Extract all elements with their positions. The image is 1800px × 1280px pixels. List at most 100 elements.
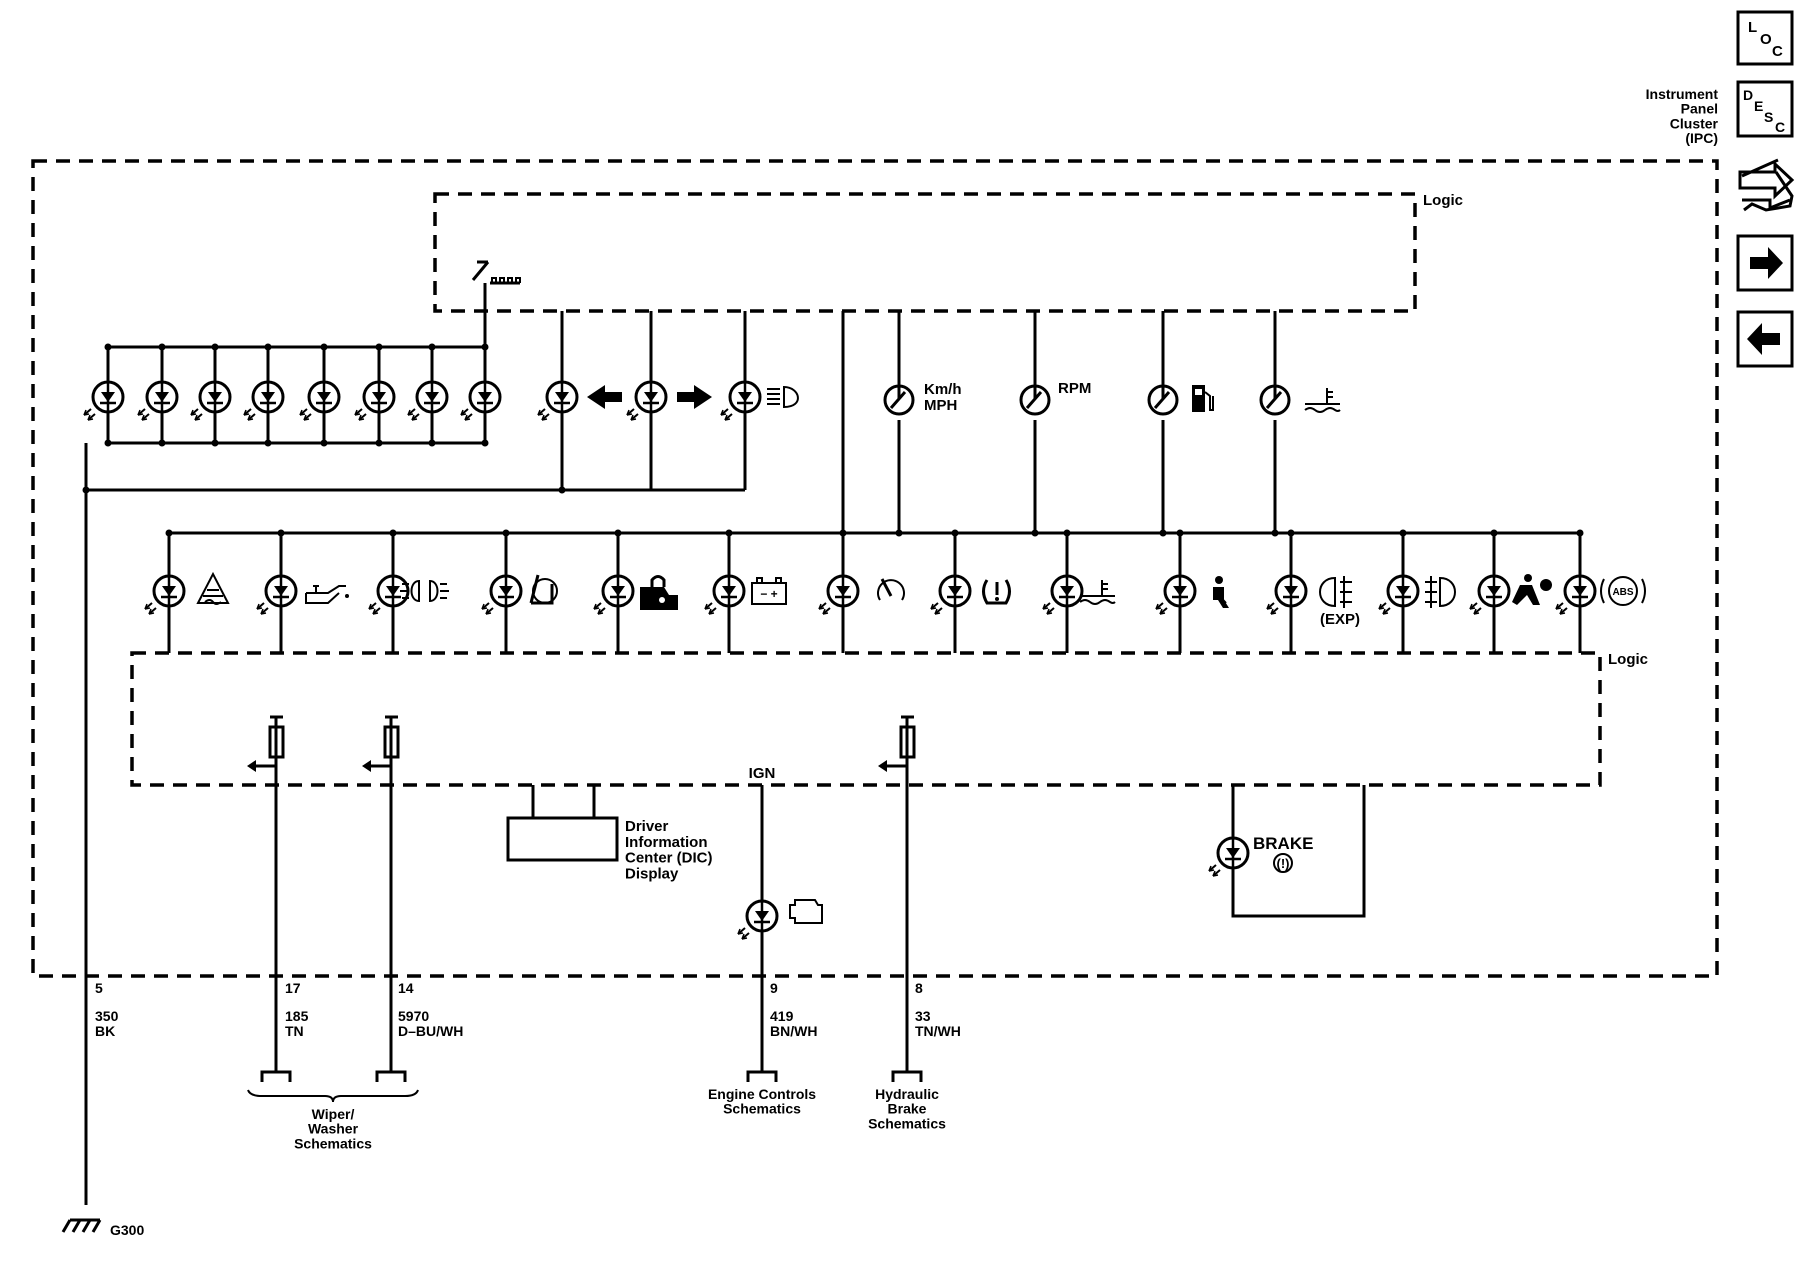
coolant-thermometer-icon — [1304, 388, 1341, 413]
tachometer-label: RPM — [1058, 380, 1091, 397]
logic-label-top: Logic — [1423, 192, 1463, 209]
wire-circuit-8: 33 — [915, 1008, 931, 1024]
junction-dot — [839, 529, 847, 537]
junction-dot — [375, 343, 383, 351]
junction-dot — [82, 486, 90, 494]
gauge-wiring — [841, 311, 1277, 533]
cruise-control-led — [818, 574, 860, 615]
logic-box-top — [433, 192, 1417, 313]
brake-symbol: (!) — [1277, 856, 1290, 871]
tire-pressure-led — [930, 574, 972, 615]
backlight-led-3 — [190, 380, 232, 421]
desc-letter-s: S — [1764, 109, 1773, 125]
wire-pin-14: 14 — [398, 980, 414, 996]
junction-dot — [428, 343, 436, 351]
arrow-left-icon — [1747, 323, 1780, 355]
charging-system-icon: − + — [751, 577, 787, 605]
traction-control-icon — [196, 571, 230, 605]
connector-view-button[interactable] — [1738, 158, 1795, 212]
abs-icon: ABS — [1600, 576, 1646, 606]
indicator-led — [626, 380, 668, 421]
backlight-led-4 — [243, 380, 285, 421]
front-fog-icon — [1425, 576, 1456, 608]
backlight-led-6 — [354, 380, 396, 421]
junction-dot — [264, 439, 272, 447]
abs-led — [1555, 574, 1597, 615]
junction-dot — [158, 439, 166, 447]
previous-page-button[interactable] — [1736, 310, 1794, 368]
junction-dot — [264, 343, 272, 351]
backlight-led-8 — [460, 380, 502, 421]
desc-letter-c: C — [1775, 119, 1785, 135]
coolant-temp-icon — [1079, 580, 1116, 605]
security-led — [593, 574, 635, 615]
wire-circuit-14: 5970 — [398, 1008, 429, 1024]
abs-label: ABS — [1612, 587, 1633, 598]
wiper-washer-circuits — [247, 715, 419, 1103]
high-beam-indicator — [720, 380, 799, 421]
junction-dot — [1576, 529, 1584, 537]
park-lamp-icon — [400, 579, 449, 603]
coolant-temp-led — [1042, 574, 1084, 615]
hydraulic-brake-circuit — [878, 715, 923, 1082]
dimmer-switch-icon — [471, 260, 521, 310]
wire-color-17: TN — [285, 1023, 304, 1039]
wire-labels: 5350BK17185TN145970D–BU/WH9419BN/WH833TN… — [95, 980, 961, 1039]
backlight-led-2 — [137, 380, 179, 421]
left-turn-indicator — [537, 380, 622, 421]
junction-dot — [1159, 529, 1167, 537]
exp-label: (EXP) — [1320, 611, 1360, 628]
desc-button[interactable]: D E S C — [1736, 80, 1794, 138]
park-lamp-led — [368, 574, 410, 615]
logic-box-bottom — [130, 651, 1602, 787]
junction-dot — [277, 529, 285, 537]
fuel-gauge — [1147, 384, 1214, 416]
next-page-button[interactable] — [1736, 234, 1794, 292]
loc-button[interactable]: L O C — [1736, 10, 1794, 66]
wire-pin-17: 17 — [285, 980, 301, 996]
right-turn-icon — [677, 385, 712, 409]
indicator-led — [537, 380, 579, 421]
junction-dot — [614, 529, 622, 537]
junction-dot — [1399, 529, 1407, 537]
airbag-icon — [1512, 574, 1552, 605]
junction-dot — [375, 439, 383, 447]
front-fog-led — [1378, 574, 1420, 615]
stabilitrak-off-led — [481, 574, 523, 615]
wire-pin-9: 9 — [770, 980, 778, 996]
oil-pressure-icon — [305, 585, 349, 604]
ground-g300: G300 — [61, 1185, 144, 1238]
backlight-led-1 — [83, 380, 125, 421]
wire-color-5: BK — [95, 1023, 115, 1039]
indicator-led — [720, 380, 762, 421]
junction-dot — [1031, 529, 1039, 537]
wire-color-14: D–BU/WH — [398, 1023, 463, 1039]
wire-pin-5: 5 — [95, 980, 103, 996]
junction-dot — [158, 343, 166, 351]
junction-dot — [1287, 529, 1295, 537]
brake-label: BRAKE — [1253, 834, 1313, 853]
junction-dot — [1490, 529, 1498, 537]
ground-label: G300 — [110, 1222, 144, 1238]
junction-dot — [1176, 529, 1184, 537]
rear-fog-icon: (EXP) — [1319, 576, 1360, 628]
airbag-led — [1469, 574, 1511, 615]
junction-dot — [481, 343, 489, 351]
left-turn-icon — [587, 385, 622, 409]
brake-led — [1208, 836, 1250, 877]
wire-circuit-17: 185 — [285, 1008, 309, 1024]
loc-letter-o: O — [1760, 31, 1772, 48]
arrow-right-icon — [1750, 247, 1783, 279]
high-beam-icon — [767, 385, 799, 409]
bottom-indicator-row — [144, 529, 1597, 653]
wire-color-9: BN/WH — [770, 1023, 817, 1039]
brake-warning: BRAKE (!) — [1208, 785, 1366, 918]
junction-dot — [895, 529, 903, 537]
